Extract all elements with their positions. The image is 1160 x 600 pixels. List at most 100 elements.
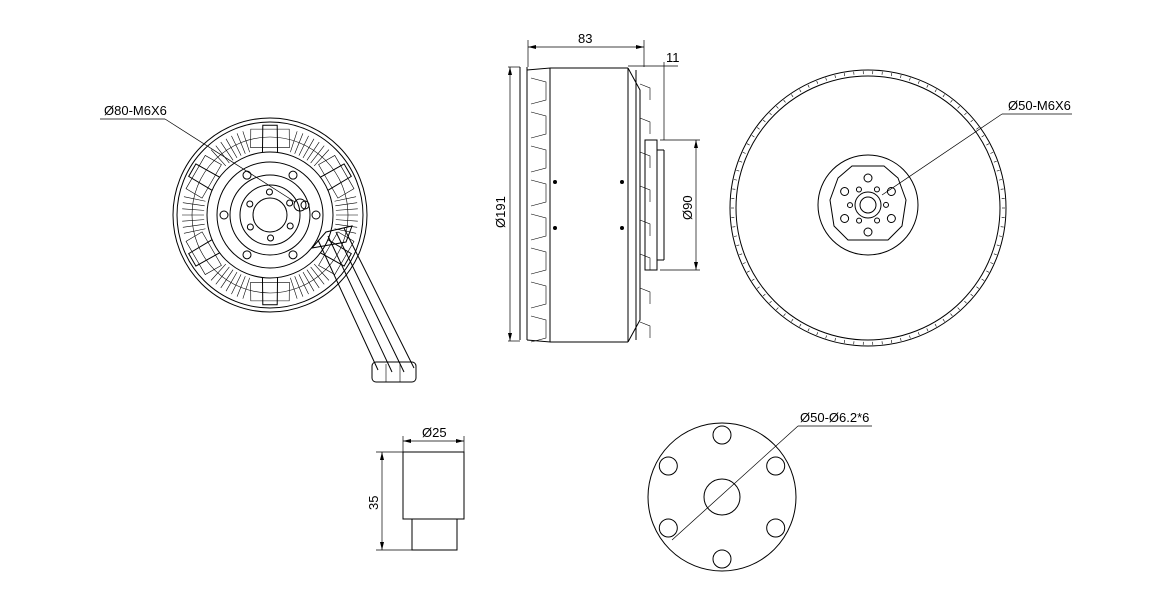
edge-tick — [783, 99, 786, 103]
edge-tick — [990, 152, 994, 154]
flange-dimension: Ø90 — [660, 139, 700, 271]
edge-tick — [762, 293, 766, 297]
coil-line — [290, 277, 298, 299]
side-view — [519, 67, 665, 343]
edge-tick — [736, 169, 740, 172]
edge-tick — [909, 77, 911, 81]
edge-tick — [942, 94, 945, 98]
edge-tick — [834, 74, 836, 79]
edge-tick — [981, 135, 985, 138]
edge-tick — [993, 160, 997, 163]
edge-tick — [751, 278, 755, 281]
length-label: 83 — [578, 31, 592, 46]
edge-tick — [769, 300, 772, 304]
edge-tick — [964, 300, 967, 304]
coil-line — [242, 277, 250, 299]
edge-tick — [739, 160, 743, 163]
edge-tick — [970, 119, 974, 123]
edge-tick — [791, 94, 794, 98]
coil-line — [334, 196, 357, 202]
edge-tick — [843, 339, 846, 343]
edge-tick — [834, 337, 836, 342]
coil-line — [183, 228, 206, 234]
edge-tick — [742, 152, 746, 154]
coil-line — [215, 145, 230, 164]
edge-tick — [957, 105, 960, 109]
spoke — [320, 239, 352, 267]
coil-line — [335, 223, 358, 228]
edge-tick — [917, 80, 920, 84]
edge-tick — [756, 286, 760, 289]
flange-holes — [658, 425, 786, 569]
edge-tick — [926, 328, 929, 332]
edge-tick — [746, 143, 750, 146]
coil-line — [225, 272, 238, 292]
rear-fin — [639, 219, 651, 236]
bolt — [219, 210, 229, 220]
edge-tick — [926, 84, 929, 88]
spoke — [188, 239, 220, 267]
coil-line — [310, 145, 325, 164]
edge-tick — [843, 73, 846, 77]
mount-hole — [863, 227, 873, 237]
inner-hole — [847, 202, 854, 209]
edge-tick — [957, 307, 960, 311]
bolt — [311, 210, 321, 220]
edge-tick — [996, 244, 1000, 247]
inner-hole — [856, 217, 863, 224]
edge-tick — [756, 127, 760, 130]
edge-tick — [816, 80, 819, 84]
coil-line — [182, 219, 205, 222]
edge-tick — [746, 270, 750, 273]
flange-dia-label: Ø90 — [680, 195, 695, 220]
coil-line — [220, 141, 234, 161]
rear-fin — [639, 253, 651, 270]
edge-tick — [776, 105, 779, 109]
spoke — [261, 277, 279, 306]
edge-tick — [890, 339, 893, 343]
coil-line — [302, 138, 315, 158]
front-spokes — [182, 124, 358, 306]
coil-line — [335, 208, 358, 211]
edge-tick — [976, 286, 980, 289]
flange-detail: Ø50-Ø6.2*6 — [647, 410, 872, 572]
bolt — [288, 250, 298, 260]
edge-tick — [783, 313, 786, 317]
edge-tick — [769, 112, 772, 116]
spoke — [320, 163, 352, 191]
fin — [530, 213, 547, 241]
edge-tick — [890, 73, 893, 77]
edge-tick — [934, 323, 937, 327]
hub-hole — [265, 188, 273, 196]
fin — [530, 77, 547, 105]
vent-slot — [250, 128, 290, 149]
edge-tick — [825, 335, 827, 339]
mount-hole — [886, 214, 896, 223]
inner-hole — [873, 186, 880, 193]
coil-line — [294, 133, 304, 154]
edge-tick — [900, 74, 902, 79]
fin — [530, 315, 547, 343]
vent-slot — [250, 281, 290, 302]
edge-tick — [739, 253, 743, 256]
vent-slot — [185, 155, 222, 199]
coil-line — [290, 131, 298, 153]
rear-fin — [639, 287, 651, 304]
edge-tick — [776, 307, 779, 311]
edge-tick — [964, 112, 967, 116]
shaft-len-label: 35 — [366, 496, 381, 510]
rear-fin — [639, 151, 651, 168]
edge-tick — [742, 262, 746, 264]
mount-hole — [863, 173, 873, 183]
front-mount-label: Ø80-M6X6 — [104, 103, 167, 118]
edge-tick — [970, 293, 974, 297]
edge-tick — [996, 169, 1000, 172]
bolt — [242, 250, 252, 260]
rear-mount-callout: Ø50-M6X6 — [881, 98, 1072, 196]
rear-fin — [639, 185, 651, 202]
coil-line — [182, 223, 205, 228]
mount-hole — [840, 187, 850, 196]
coil-line — [182, 208, 205, 211]
rear-ticks — [731, 71, 1005, 345]
